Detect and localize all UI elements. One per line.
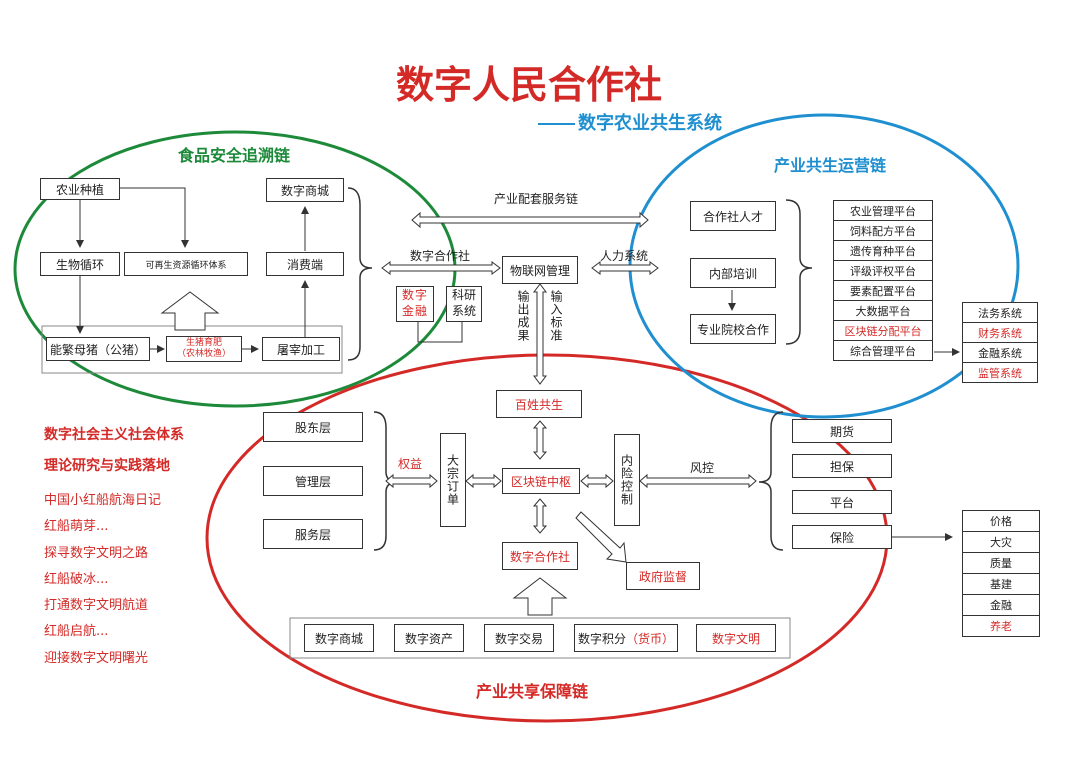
platform-item: 饲料配方平台 (834, 221, 932, 241)
iot-box: 物联网管理 (502, 256, 578, 284)
bracket-finance (417, 320, 463, 343)
double-arrow-chain-coop (532, 498, 548, 534)
system-item: 财务系统 (963, 323, 1037, 343)
platform-item: 遗传育种平台 (834, 241, 932, 261)
theory-item: 红船破冰... (44, 572, 109, 587)
coop-label: 数字合作社 (410, 249, 471, 263)
ops-chain-title: 产业共生运营链 (774, 156, 887, 175)
page-subtitle: 数字农业共生系统 (578, 113, 722, 134)
output-label: 输出成果 (516, 290, 530, 342)
rights-label: 权益 (398, 457, 423, 471)
arrow-agri-renew (118, 187, 189, 248)
share-chain-title: 产业共享保障链 (476, 682, 589, 701)
bottom-trade: 数字交易 (484, 624, 554, 652)
mall-box: 数字商城 (266, 178, 344, 202)
service-guarantee: 担保 (792, 454, 892, 478)
platform-item: 要素配置平台 (834, 281, 932, 301)
risk-control-box: 内险控制 (614, 434, 640, 526)
talent-box: 合作社人才 (690, 201, 776, 231)
agri-box: 农业种植 (40, 178, 120, 200)
gov-box: 政府监督 (626, 562, 700, 590)
brace-food (347, 187, 373, 361)
system-item: 法务系统 (963, 303, 1037, 323)
double-arrow-chain-risk (580, 473, 614, 489)
service-platform: 平台 (792, 490, 892, 514)
insurance-item: 价格 (963, 511, 1039, 532)
blockchain-box: 区块链中枢 (502, 468, 580, 494)
slaughter-box: 屠宰加工 (262, 337, 340, 361)
theory-heading-2: 理论研究与实践落地 (44, 458, 170, 474)
platform-item: 评级评权平台 (834, 261, 932, 281)
brace-ops (785, 199, 813, 345)
hollow-arrow-up-bottom (512, 577, 568, 616)
food-chain-title: 食品安全追溯链 (178, 146, 291, 165)
people-box: 百姓共生 (496, 390, 582, 418)
double-arrow-risk (639, 473, 757, 489)
systems-list: 法务系统 财务系统 金融系统 监管系统 (962, 302, 1038, 383)
platform-item: 区块链分配平台 (834, 321, 932, 341)
bottom-assets: 数字资产 (394, 624, 464, 652)
consumer-box: 消费端 (266, 252, 344, 276)
service-futures: 期货 (792, 419, 892, 443)
page-title: 数字人民合作社 (396, 63, 663, 107)
coop-box: 数字合作社 (502, 542, 578, 570)
theory-item: 打通数字文明航道 (44, 598, 149, 613)
theory-item: 红船萌芽... (44, 519, 109, 534)
platform-item: 农业管理平台 (834, 201, 932, 221)
theory-item: 红船启航... (44, 624, 109, 639)
layer-shareholder: 股东层 (263, 412, 363, 442)
pig-raise-line1: 生猪育肥 (185, 338, 222, 349)
hr-label: 人力系统 (600, 249, 649, 263)
double-arrow-coop (381, 261, 501, 275)
theory-item: 迎接数字文明曙光 (44, 651, 149, 666)
insurance-item: 金融 (963, 595, 1039, 616)
bottom-mall: 数字商城 (304, 624, 374, 652)
theory-heading-1: 数字社会主义社会体系 (44, 427, 184, 443)
sow-box: 能繁母猪（公猪） (46, 337, 150, 361)
training-box: 内部培训 (690, 258, 776, 288)
renewable-box: 可再生资源循环体系 (124, 252, 248, 276)
layer-service: 服务层 (263, 519, 363, 549)
bottom-civilization: 数字文明 (696, 624, 776, 652)
insurance-item: 基建 (963, 574, 1039, 595)
school-box: 专业院校合作 (690, 314, 776, 344)
double-arrow-order-chain (465, 473, 502, 489)
input-label: 输入标准 (549, 290, 563, 342)
risk-label: 风控 (690, 461, 715, 475)
service-insurance: 保险 (792, 525, 892, 549)
layer-management: 管理层 (263, 466, 363, 496)
double-arrow-people-chain (532, 420, 548, 460)
points-label: 数字积分 (577, 631, 626, 646)
platform-item: 综合管理平台 (834, 341, 932, 361)
double-arrow-hr (591, 261, 659, 275)
theory-item: 探寻数字文明之路 (44, 546, 149, 561)
points-currency: （货币） (626, 631, 675, 646)
pig-raise-line2: （农林牧渔） (176, 349, 231, 359)
insurance-item: 大灾 (963, 532, 1039, 553)
insurance-item: 质量 (963, 553, 1039, 574)
arrow-chain-gov (575, 511, 627, 563)
insurance-list: 价格 大灾 质量 基建 金融 养老 (962, 510, 1040, 637)
service-chain-label: 产业配套服务链 (494, 192, 579, 206)
bottom-frame (289, 617, 791, 659)
double-arrow-service (411, 211, 649, 229)
pig-raise-box: 生猪育肥 （农林牧渔） (166, 336, 242, 362)
platform-list: 农业管理平台 饲料配方平台 遗传育种平台 评级评权平台 要素配置平台 大数据平台… (833, 200, 933, 361)
double-arrow-rights (385, 473, 438, 489)
bio-cycle-box: 生物循环 (40, 252, 120, 276)
insurance-item: 养老 (963, 616, 1039, 637)
finance-box: 数字金融 (396, 286, 434, 322)
hollow-arrow-up-food (160, 291, 220, 331)
theory-item: 中国小红船航海日记 (44, 493, 162, 508)
bottom-points: 数字积分（货币） (574, 624, 678, 652)
system-item: 监管系统 (963, 363, 1037, 383)
system-item: 金融系统 (963, 343, 1037, 363)
brace-services (758, 411, 784, 551)
bulk-order-box: 大宗订单 (440, 433, 466, 527)
double-arrow-iot-people (533, 283, 547, 385)
platform-item: 大数据平台 (834, 301, 932, 321)
research-box: 科研系统 (446, 286, 482, 322)
